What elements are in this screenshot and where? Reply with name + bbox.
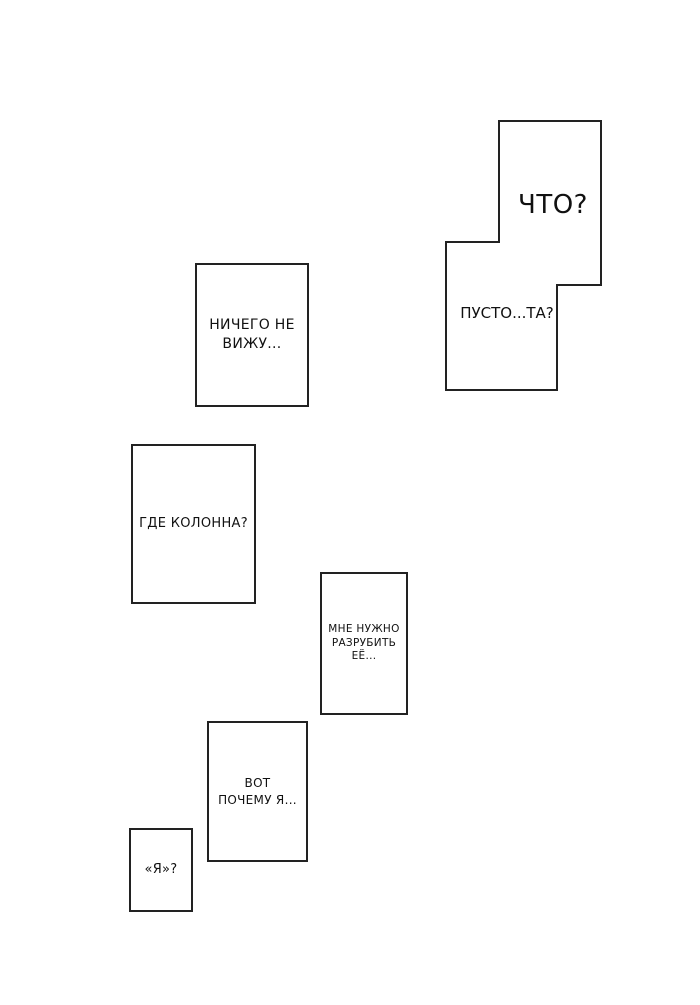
panel-chto-pusto: ЧТО? ПУСТО...ТА?	[445, 120, 603, 392]
panel-text-gde: ГДЕ КОЛОННА?	[139, 516, 248, 532]
panel-text-chto: ЧТО?	[518, 190, 588, 220]
panel-text-vot: ВОТ ПОЧЕМУ Я...	[218, 776, 297, 807]
panel-mne: МНЕ НУЖНО РАЗРУБИТЬ ЕЁ...	[320, 572, 408, 715]
panel-text-pusto: ПУСТО...ТА?	[460, 304, 554, 322]
panel-ya: «Я»?	[129, 828, 193, 912]
panel-gde: ГДЕ КОЛОННА?	[131, 444, 256, 604]
panel-text-mne: МНЕ НУЖНО РАЗРУБИТЬ ЕЁ...	[328, 623, 400, 663]
panel-nichego: НИЧЕГО НЕ ВИЖУ...	[195, 263, 309, 407]
panel-chto-pusto-border	[445, 120, 602, 391]
panel-vot: ВОТ ПОЧЕМУ Я...	[207, 721, 308, 862]
panel-text-ya: «Я»?	[144, 862, 178, 878]
panel-text-nichego: НИЧЕГО НЕ ВИЖУ...	[209, 317, 295, 352]
